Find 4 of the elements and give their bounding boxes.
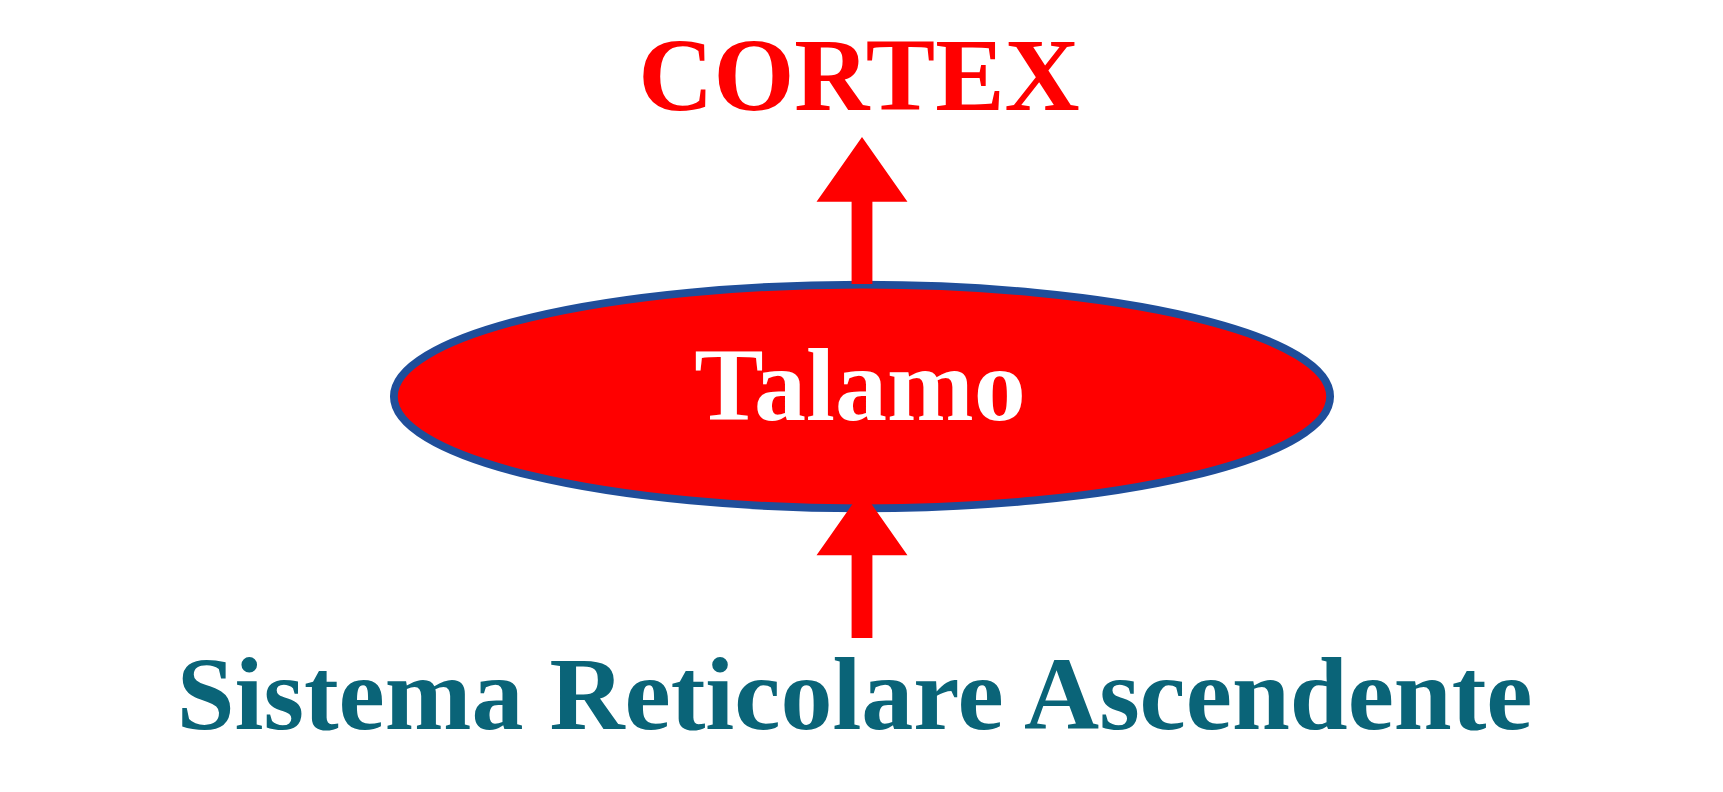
arrow: [816, 136, 907, 284]
node-ellipse: Talamo: [389, 280, 1334, 512]
node-text: CORTEX: [637, 16, 1080, 133]
node-text: Sistema Reticolare Ascendente: [176, 635, 1532, 752]
